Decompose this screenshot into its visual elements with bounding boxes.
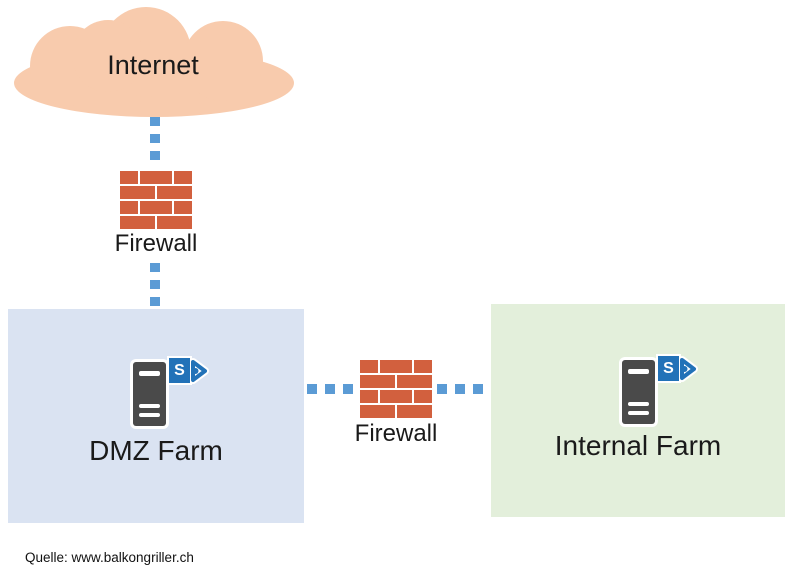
dmz-farm-label: DMZ Farm: [89, 435, 223, 466]
connector-dmz-firewall: [307, 384, 353, 394]
sharepoint-letter: S: [169, 358, 190, 383]
connector-firewall-dmz: [150, 263, 160, 306]
dash: [150, 151, 160, 160]
dash: [150, 134, 160, 143]
sharepoint-server-icon: S: [622, 356, 698, 428]
sharepoint-letter: S: [658, 356, 679, 381]
dash: [307, 384, 317, 394]
dash: [150, 280, 160, 289]
dash: [325, 384, 335, 394]
firewall-middle-label: Firewall: [354, 420, 438, 447]
internal-farm-node: S Internal Farm: [491, 304, 785, 517]
internet-node: Internet: [8, 6, 298, 118]
firewall-top-label: Firewall: [114, 230, 198, 257]
server-icon: [622, 360, 655, 424]
internet-label: Internet: [107, 50, 199, 80]
dash: [455, 384, 465, 394]
sharepoint-icon: S: [167, 356, 209, 388]
sharepoint-page-glyph: [190, 358, 209, 384]
internal-farm-label: Internal Farm: [554, 430, 722, 461]
dash: [150, 297, 160, 306]
dash: [343, 384, 353, 394]
sharepoint-icon: S: [656, 354, 698, 386]
dash: [437, 384, 447, 394]
connector-internet-firewall: [150, 117, 160, 160]
dash: [150, 117, 160, 126]
sharepoint-page-glyph: [679, 356, 698, 382]
dash: [473, 384, 483, 394]
dmz-farm-node: S DMZ Farm: [8, 309, 304, 523]
firewall-middle-icon: [360, 360, 432, 418]
cloud-icon: [14, 7, 294, 117]
firewall-top-icon: [120, 171, 192, 229]
source-credit: Quelle: www.balkongriller.ch: [25, 550, 194, 565]
sharepoint-server-icon: S: [133, 358, 209, 430]
dash: [150, 263, 160, 272]
server-icon: [133, 362, 166, 426]
connector-firewall-internal: [437, 384, 483, 394]
